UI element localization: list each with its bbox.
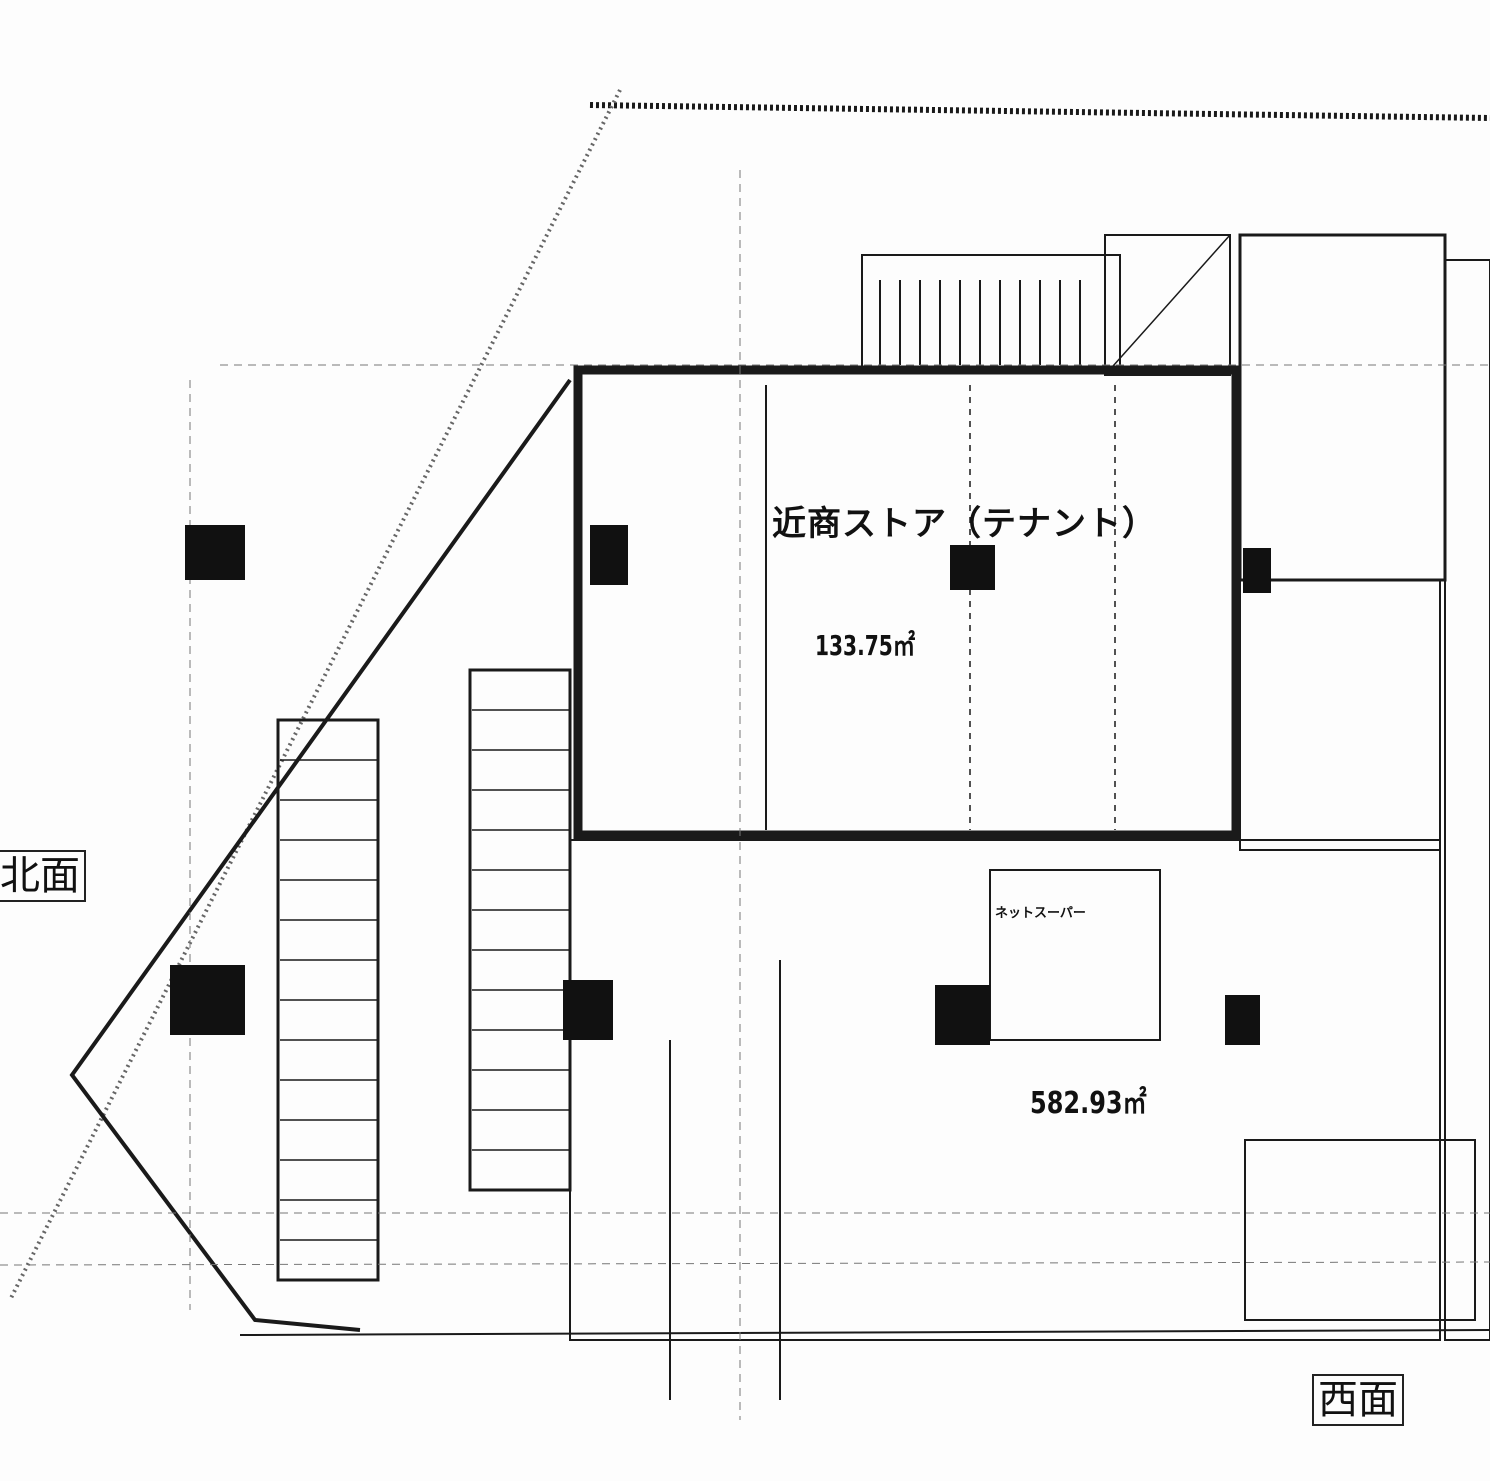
site-boundary-diagonal (8, 89, 622, 1301)
parking-block-2 (468, 668, 572, 1192)
column-markers (170, 525, 1271, 1045)
north-face-label: 北面 (0, 850, 86, 902)
tenant-store-name: 近商ストア（テナント） (772, 504, 1157, 544)
net-super-label: ネットスーパー (995, 906, 1086, 921)
tenant-store-outline (573, 365, 1241, 840)
stairs (861, 254, 1121, 371)
building-outline-diagonal (69, 378, 572, 1332)
parking-stripes (280, 709, 570, 1241)
site-boundary-top (589, 102, 1490, 121)
west-face-label: 西面 (1312, 1374, 1404, 1426)
tenant-area: 133.75㎡ (815, 629, 916, 662)
main-area: 582.93㎡ (1030, 1086, 1147, 1121)
lower-floor (569, 839, 1441, 1341)
right-wing (1238, 233, 1447, 582)
